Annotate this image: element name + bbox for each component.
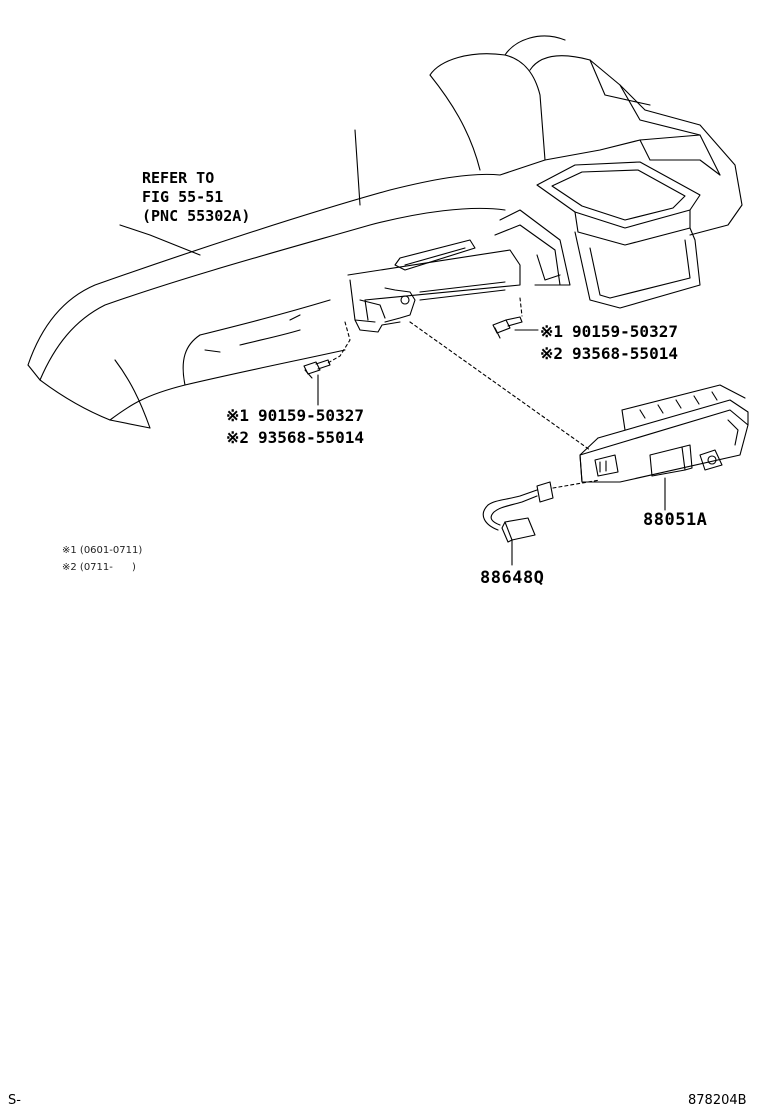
refer-to-line3: (PNC 55302A) (142, 207, 251, 225)
note-2: ※2 (0711- ) (62, 562, 136, 573)
bolt-right (492, 316, 523, 339)
refer-to-line2: FIG 55-51 (142, 188, 224, 206)
refer-to-line1: REFER TO (142, 169, 215, 187)
module-part-number: 88051A (643, 510, 708, 530)
note-1: ※1 (0601-0711) (62, 545, 143, 556)
install-dashed-lines (325, 297, 601, 489)
wire-harness (482, 481, 554, 543)
right-bolt-part-2: 93568-55014 (572, 344, 678, 363)
left-bolt-mark-2: ※2 (226, 428, 250, 447)
footer-left-code: S- (8, 1093, 21, 1108)
bolt-left (303, 359, 331, 379)
left-bolt-part-1: 90159-50327 (258, 406, 364, 425)
footer-figure-id: 878204B (688, 1093, 747, 1108)
harness-part-number: 88648Q (480, 568, 545, 588)
right-bolt-mark-1: ※1 (540, 322, 564, 341)
right-bolt-mark-2: ※2 (540, 344, 564, 363)
control-module (579, 384, 749, 483)
console-duct-outline (27, 35, 743, 429)
left-bolt-part-2: 93568-55014 (258, 428, 364, 447)
leader-lines (119, 224, 666, 566)
right-bolt-part-1: 90159-50327 (572, 322, 678, 341)
left-bolt-mark-1: ※1 (226, 406, 250, 425)
